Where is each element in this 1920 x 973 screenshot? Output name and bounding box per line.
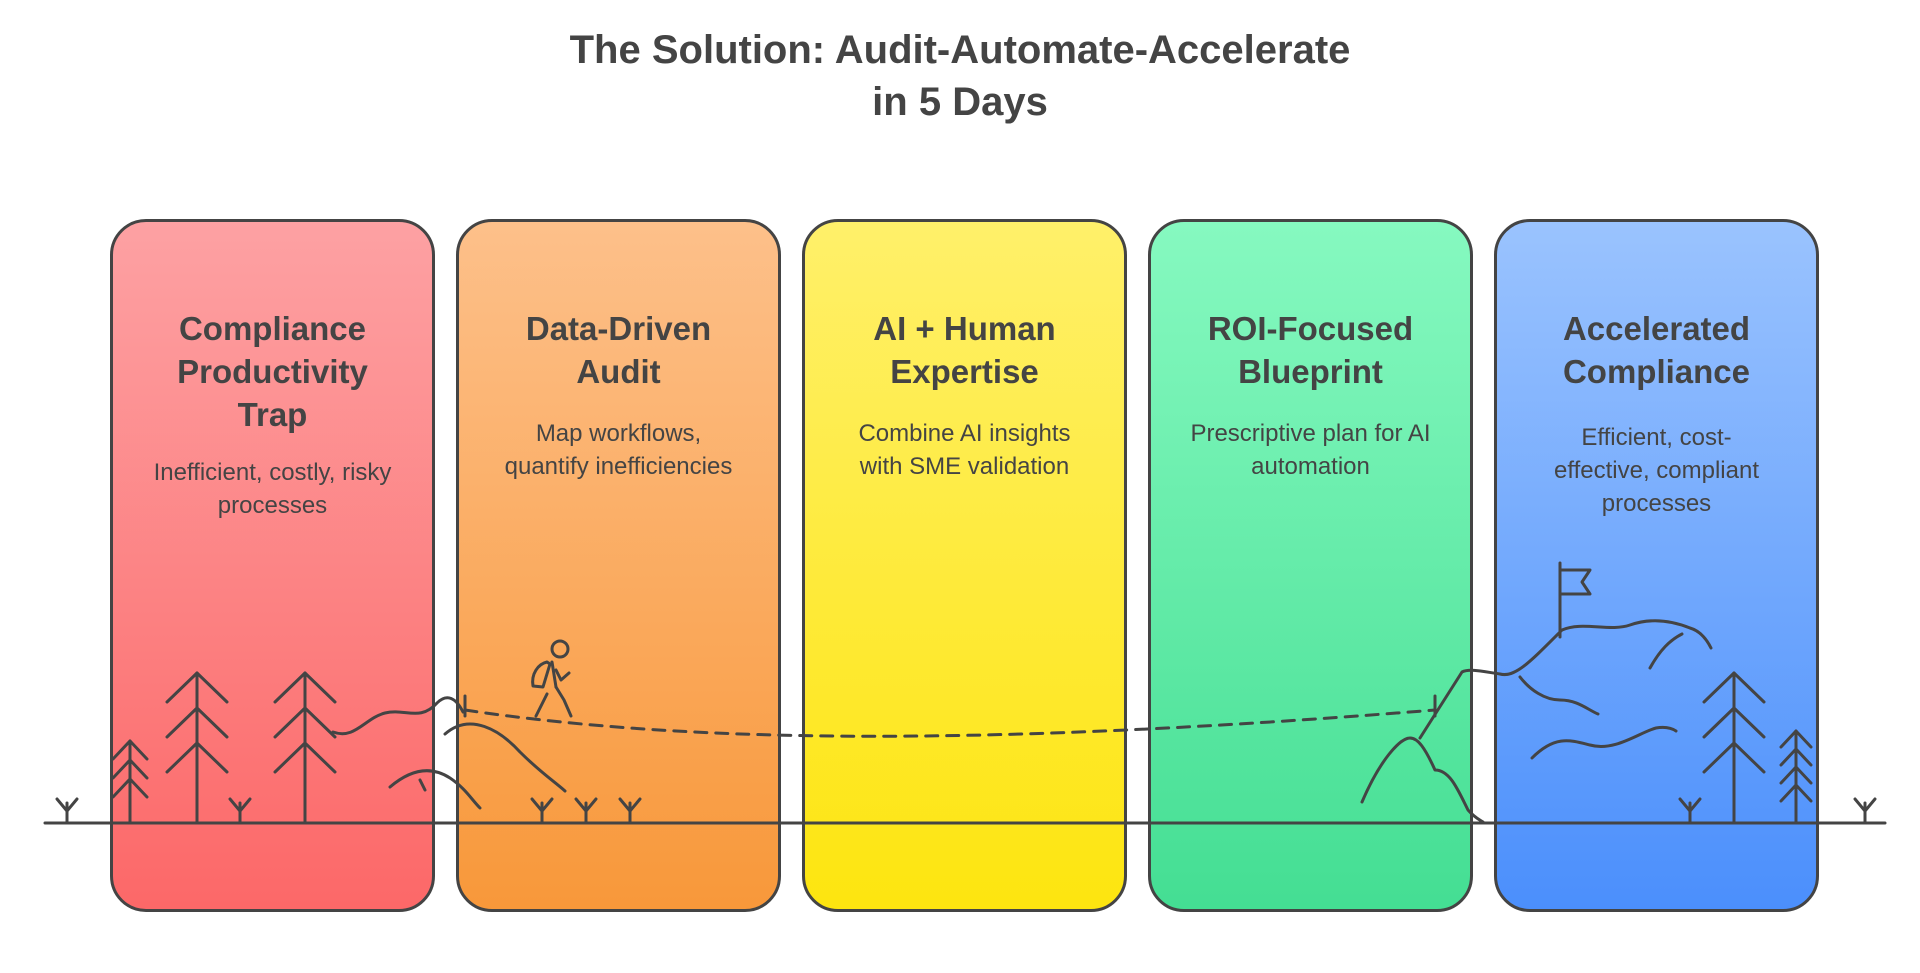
- stage-heading-line: Expertise: [890, 353, 1039, 390]
- stage-description-line: automation: [1251, 453, 1370, 480]
- stage-heading: Compliance Productivity Trap: [123, 307, 422, 436]
- page-title: The Solution: Audit-Automate-Accelerate …: [0, 24, 1920, 128]
- stage-description-line: Map workflows,: [535, 420, 702, 447]
- stage-heading-line: Compliance: [1562, 353, 1751, 390]
- stage-heading: AI + Human Expertise: [815, 307, 1114, 393]
- stage-description-line: Efficient, cost-: [1581, 424, 1732, 451]
- stage-description-line: with SME validation: [859, 453, 1070, 480]
- stage-heading-line: AI + Human: [873, 310, 1056, 347]
- stage-panel-accelerated-compliance: Accelerated Compliance Efficient, cost- …: [1494, 219, 1819, 912]
- stage-heading-line: Compliance: [178, 310, 367, 347]
- stage-description: Prescriptive plan for AI automation: [1169, 417, 1452, 483]
- stage-heading-line: Productivity: [177, 353, 368, 390]
- stage-description-line: Combine AI insights: [858, 420, 1071, 447]
- stage-heading: ROI-Focused Blueprint: [1161, 307, 1460, 393]
- stage-panel-compliance-productivity-trap: Compliance Productivity Trap Inefficient…: [110, 219, 435, 912]
- grass-tuft-icon: [1853, 797, 1877, 825]
- stage-heading: Data-Driven Audit: [469, 307, 768, 393]
- title-line-1: The Solution: Audit-Automate-Accelerate: [569, 28, 1351, 72]
- stage-description-line: processes: [1601, 490, 1712, 517]
- title-line-2: in 5 Days: [872, 80, 1048, 124]
- stage-heading-line: Audit: [576, 353, 661, 390]
- stage-description-line: processes: [217, 492, 328, 519]
- stage-description: Map workflows, quantify inefficiencies: [477, 417, 760, 483]
- stage-description-line: quantify inefficiencies: [504, 453, 733, 480]
- stage-description: Combine AI insights with SME validation: [823, 417, 1106, 483]
- stage-heading-line: Accelerated: [1562, 310, 1751, 347]
- stage-panel-roi-focused-blueprint: ROI-Focused Blueprint Prescriptive plan …: [1148, 219, 1473, 912]
- stage-heading: Accelerated Compliance: [1507, 307, 1806, 393]
- stage-description: Efficient, cost- effective, compliant pr…: [1515, 421, 1798, 520]
- stage-description-line: Prescriptive plan for AI: [1190, 420, 1431, 447]
- stage-heading-line: ROI-Focused: [1207, 310, 1414, 347]
- stage-description: Inefficient, costly, risky processes: [131, 456, 414, 522]
- stage-description-line: Inefficient, costly, risky: [153, 459, 392, 486]
- stage-heading-line: Data-Driven: [525, 310, 712, 347]
- stage-heading-line: Blueprint: [1238, 353, 1383, 390]
- stage-description-line: effective, compliant: [1554, 457, 1759, 484]
- stage-heading-line: Trap: [237, 396, 308, 433]
- stage-panel-data-driven-audit: Data-Driven Audit Map workflows, quantif…: [456, 219, 781, 912]
- grass-tuft-icon: [55, 797, 79, 825]
- stage-panel-ai-human-expertise: AI + Human Expertise Combine AI insights…: [802, 219, 1127, 912]
